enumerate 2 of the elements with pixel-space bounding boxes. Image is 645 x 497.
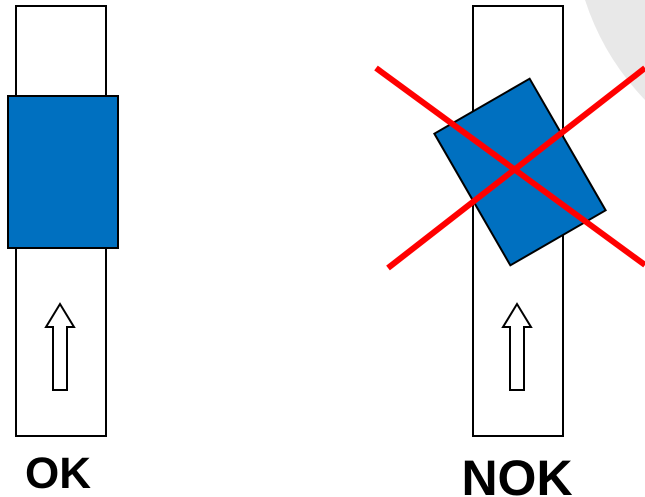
verdict-label: OK xyxy=(25,452,91,496)
verdict-label: NOK xyxy=(461,453,573,497)
